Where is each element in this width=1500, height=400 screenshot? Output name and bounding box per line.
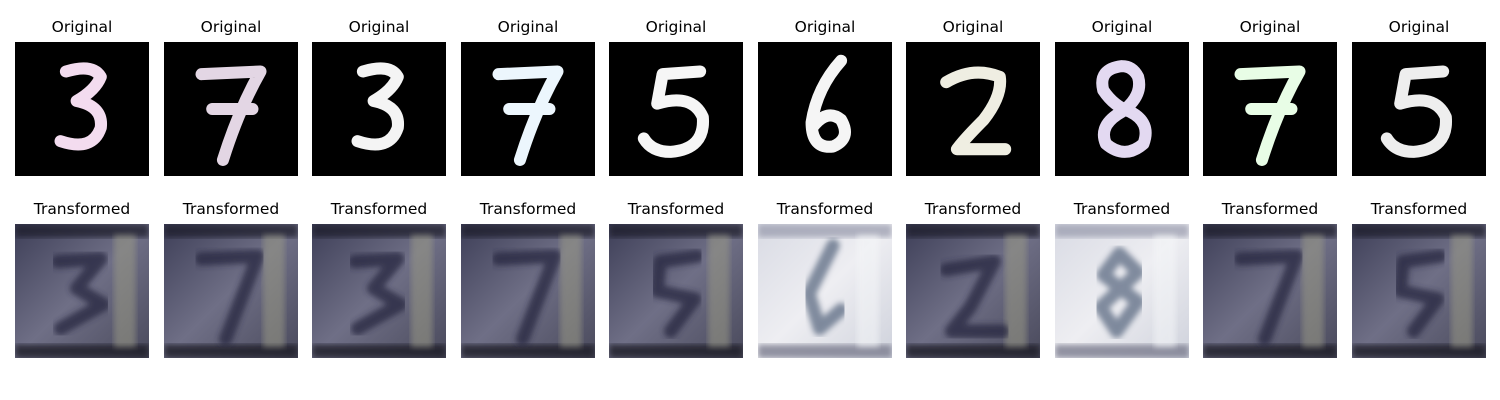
transformed-image-title: Transformed bbox=[330, 200, 428, 218]
transformed-image-cell: Transformed bbox=[1203, 198, 1337, 358]
transformed-image-cell: Transformed bbox=[15, 198, 149, 358]
transformed-digit-image bbox=[312, 224, 446, 358]
original-digit-image bbox=[1352, 42, 1486, 176]
blurred-digit-stroke bbox=[1393, 249, 1448, 338]
transformed-row: Transformed Transformed Transformed Transfo… bbox=[0, 198, 1500, 358]
original-image-title: Original bbox=[1388, 18, 1450, 36]
transformed-image-cell: Transformed bbox=[461, 198, 595, 358]
blurred-digit-stroke bbox=[802, 238, 848, 336]
original-image-cell: Original bbox=[1203, 16, 1337, 176]
transformed-image-cell: Transformed bbox=[758, 198, 892, 358]
digit-stroke bbox=[351, 62, 404, 151]
digit-stroke bbox=[940, 66, 1012, 156]
transformed-digit-image bbox=[15, 224, 149, 358]
transformed-digit-image bbox=[758, 224, 892, 358]
original-digit-image bbox=[461, 42, 595, 176]
original-digit-image bbox=[164, 42, 298, 176]
blurred-digit-stroke bbox=[491, 249, 562, 346]
original-digit-image bbox=[1055, 42, 1189, 176]
transformed-image-cell: Transformed bbox=[1055, 198, 1189, 358]
original-digit-image bbox=[1203, 42, 1337, 176]
transformed-image-title: Transformed bbox=[1370, 200, 1468, 218]
transformed-image-title: Transformed bbox=[33, 200, 131, 218]
blurred-digit-stroke bbox=[1233, 249, 1304, 346]
original-image-cell: Original bbox=[906, 16, 1040, 176]
original-digit-image bbox=[906, 42, 1040, 176]
transformed-image-cell: Transformed bbox=[164, 198, 298, 358]
transformed-image-cell: Transformed bbox=[312, 198, 446, 358]
original-row: Original Original Original Original Original… bbox=[0, 16, 1500, 176]
original-image-title: Original bbox=[348, 18, 410, 36]
blurred-digit-stroke bbox=[1093, 246, 1145, 338]
original-image-title: Original bbox=[497, 18, 559, 36]
original-image-cell: Original bbox=[1352, 16, 1486, 176]
original-image-title: Original bbox=[1239, 18, 1301, 36]
original-image-title: Original bbox=[51, 18, 113, 36]
original-image-cell: Original bbox=[312, 16, 446, 176]
digit-stroke bbox=[1380, 65, 1452, 158]
blurred-digit-stroke bbox=[348, 252, 408, 336]
transformed-digit-image bbox=[461, 224, 595, 358]
original-image-title: Original bbox=[942, 18, 1004, 36]
original-image-title: Original bbox=[1091, 18, 1153, 36]
transformed-image-cell: Transformed bbox=[609, 198, 743, 358]
digit-stroke bbox=[1234, 65, 1306, 166]
digit-stroke bbox=[54, 62, 107, 151]
transformed-digit-image bbox=[1352, 224, 1486, 358]
transformed-image-title: Transformed bbox=[776, 200, 874, 218]
transformed-image-title: Transformed bbox=[182, 200, 280, 218]
original-image-cell: Original bbox=[15, 16, 149, 176]
digit-stroke bbox=[492, 65, 564, 166]
original-image-cell: Original bbox=[461, 16, 595, 176]
transformed-image-title: Transformed bbox=[1073, 200, 1171, 218]
original-digit-image bbox=[609, 42, 743, 176]
digit-stroke bbox=[805, 54, 851, 153]
original-image-title: Original bbox=[794, 18, 856, 36]
transformed-image-cell: Transformed bbox=[906, 198, 1040, 358]
original-image-cell: Original bbox=[758, 16, 892, 176]
original-image-title: Original bbox=[200, 18, 262, 36]
blurred-digit-stroke bbox=[194, 249, 265, 346]
transformed-image-title: Transformed bbox=[627, 200, 725, 218]
blurred-digit-stroke bbox=[51, 252, 111, 336]
blurred-digit-stroke bbox=[939, 254, 1010, 338]
transformed-image-cell: Transformed bbox=[1352, 198, 1486, 358]
original-image-cell: Original bbox=[609, 16, 743, 176]
original-image-cell: Original bbox=[164, 16, 298, 176]
transformed-digit-image bbox=[1055, 224, 1189, 358]
transformed-image-title: Transformed bbox=[1221, 200, 1319, 218]
transformed-digit-image bbox=[1203, 224, 1337, 358]
original-image-cell: Original bbox=[1055, 16, 1189, 176]
transformed-digit-image bbox=[609, 224, 743, 358]
original-digit-image bbox=[758, 42, 892, 176]
transformed-digit-image bbox=[164, 224, 298, 358]
transformed-image-title: Transformed bbox=[924, 200, 1022, 218]
transformed-image-title: Transformed bbox=[479, 200, 577, 218]
blurred-digit-stroke bbox=[650, 249, 705, 338]
digit-stroke bbox=[1096, 60, 1152, 158]
digit-stroke bbox=[637, 65, 709, 158]
original-digit-image bbox=[15, 42, 149, 176]
digit-stroke bbox=[195, 65, 267, 166]
transformed-digit-image bbox=[906, 224, 1040, 358]
original-image-title: Original bbox=[645, 18, 707, 36]
original-digit-image bbox=[312, 42, 446, 176]
